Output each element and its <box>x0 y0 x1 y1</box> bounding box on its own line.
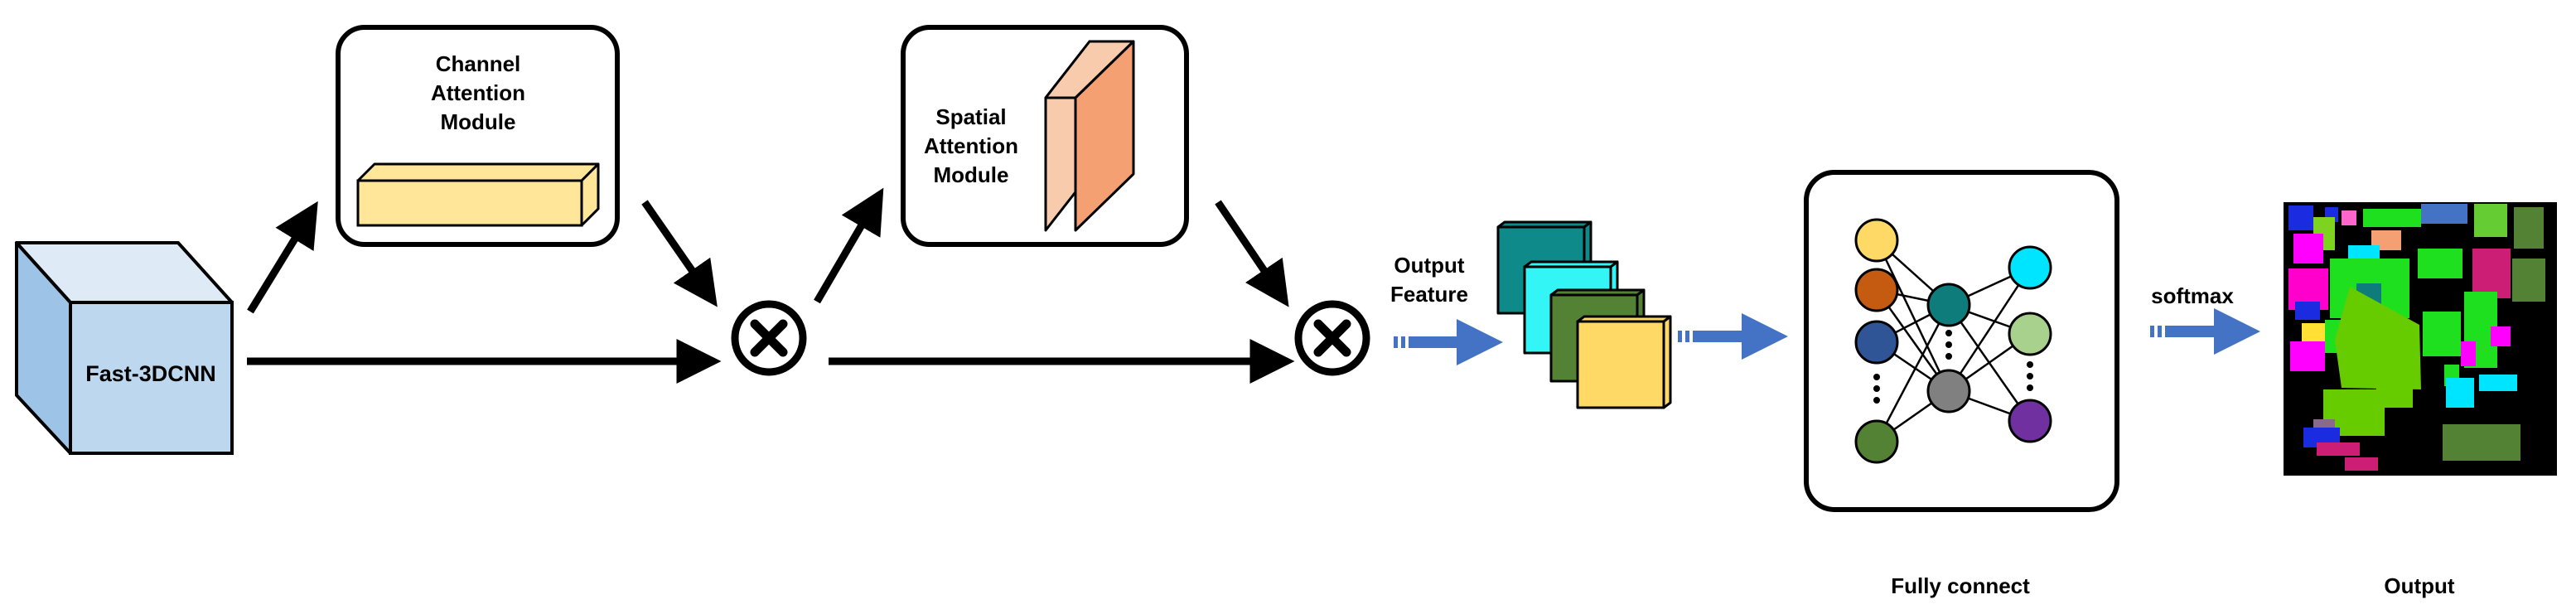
channel-attention-label-line1: Channel <box>436 51 521 76</box>
arrow-icon <box>814 187 884 304</box>
spatial-attention-module: Spatial Attention Module <box>901 25 1189 247</box>
arrow-icon <box>1215 200 1289 307</box>
arrow-icon <box>1678 313 1788 360</box>
fully-connected-box <box>1804 170 2119 512</box>
fast-3dcnn-cube: Fast-3DCNN <box>15 241 234 455</box>
circled-times-icon <box>731 300 807 376</box>
arrow-icon <box>247 201 318 314</box>
spatial-attention-label-line3: Module <box>934 162 1009 187</box>
output-label: Output <box>2384 573 2455 598</box>
fully-connected-block <box>1804 170 2119 512</box>
nn-output-nodes <box>2008 245 2052 443</box>
arrow-icon <box>2150 308 2260 355</box>
nn-node <box>1854 419 1899 464</box>
arrow-icon <box>641 200 718 307</box>
nn-input-nodes <box>1854 218 1899 464</box>
softmax-label: softmax <box>2151 283 2234 308</box>
spatial-attention-label-line2: Attention <box>924 133 1018 158</box>
nn-node <box>1926 369 1971 413</box>
nn-node <box>2008 245 2052 290</box>
channel-bar-front <box>356 179 583 227</box>
nn-hidden-nodes <box>1926 283 1971 413</box>
channel-attention-module: Channel Attention Module <box>336 25 620 247</box>
nn-ellipsis-dots <box>1873 330 2033 404</box>
output-feature-label-line2: Feature <box>1390 282 1468 307</box>
arrow-icon <box>1394 319 1503 365</box>
channel-attention-label-line3: Module <box>441 109 516 134</box>
output-feature-stack <box>1496 220 1672 409</box>
nn-node <box>2008 312 2052 356</box>
circled-times-icon <box>1294 300 1370 376</box>
nn-node <box>1854 218 1899 263</box>
fully-connect-label: Fully connect <box>1891 573 2030 598</box>
feature-cube-4 <box>1576 315 1672 409</box>
backbone-label: Fast-3DCNN <box>85 361 216 386</box>
channel-attention-label-line2: Attention <box>431 80 525 105</box>
black-arrows <box>247 187 1295 384</box>
output-feature-label-line1: Output <box>1394 253 1465 278</box>
nn-node <box>2008 399 2052 443</box>
channel-bar-top <box>356 162 600 182</box>
spatial-attention-label-line1: Spatial <box>935 104 1006 129</box>
classification-map-icon <box>2284 202 2557 476</box>
nn-node <box>1854 320 1899 365</box>
cube-front-face <box>69 301 234 455</box>
spatial-block-front-face <box>1074 40 1135 232</box>
nn-node <box>1926 283 1971 327</box>
nn-node <box>1854 268 1899 312</box>
